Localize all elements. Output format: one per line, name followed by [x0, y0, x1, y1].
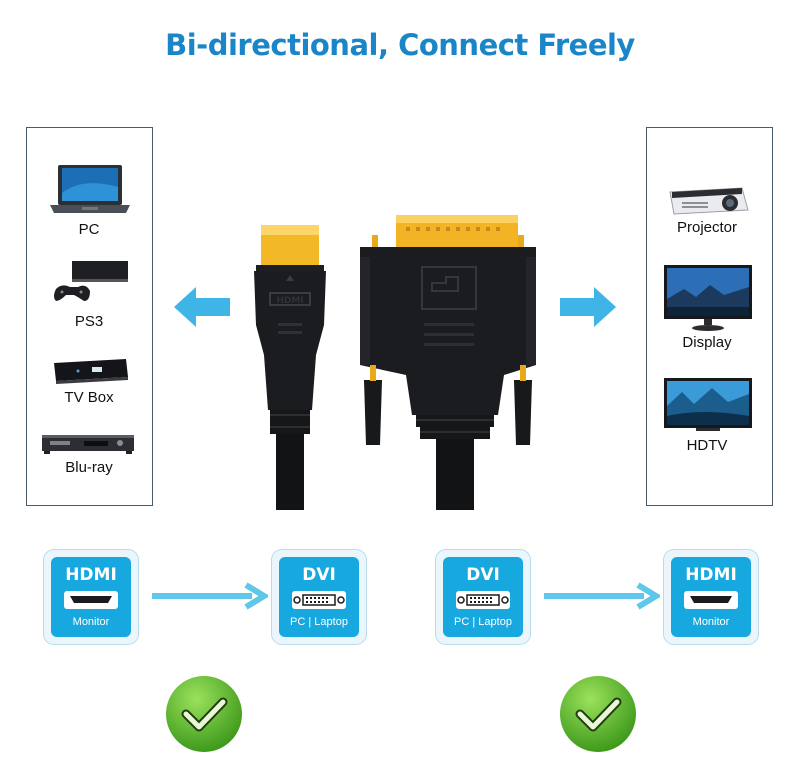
bluray-player-icon: [42, 435, 134, 454]
source-badge-1-title: HDMI: [65, 565, 117, 585]
target-badge-2-sub: Monitor: [692, 616, 730, 628]
source-badge-1: HDMI Monitor: [44, 550, 138, 644]
hdmi-port-icon: [684, 591, 738, 609]
svg-text:HDMI: HDMI: [276, 296, 303, 306]
device-label-projector: Projector: [676, 219, 738, 236]
hdmi-port-icon: [64, 591, 118, 609]
device-label-tv-box: TV Box: [64, 389, 114, 406]
device-label-pc: PC: [78, 221, 100, 238]
source-badge-2-face: DVI PC | Laptop: [443, 557, 523, 637]
arrow-right-icon: [560, 287, 616, 327]
target-badge-2-face: HDMI Monitor: [671, 557, 751, 637]
page-title: Bi-directional, Connect Freely: [165, 28, 635, 62]
hdmi-plug-icon: HDMI: [254, 225, 326, 510]
arrow-right-icon: [152, 582, 268, 610]
target-badge-1-face: DVI PC | Laptop: [279, 557, 359, 637]
game-console-icon: [54, 261, 128, 301]
source-badge-2: DVI PC | Laptop: [436, 550, 530, 644]
target-badge-1-sub: PC | Laptop: [290, 616, 348, 628]
tv-box-icon: [54, 359, 128, 384]
arrow-left-icon: [174, 287, 230, 327]
dvi-port-icon: [456, 591, 510, 609]
device-label-ps3: PS3: [74, 313, 104, 330]
hdmi-to-dvi-cable-image: HDMI: [254, 215, 536, 510]
display-icon: [664, 265, 752, 331]
device-label-hdtv: HDTV: [686, 437, 728, 454]
target-badge-1: DVI PC | Laptop: [272, 550, 366, 644]
dvi-port-icon: [292, 591, 346, 609]
source-badge-2-title: DVI: [466, 565, 500, 585]
laptop-icon: [50, 165, 130, 213]
source-badge-1-sub: Monitor: [72, 616, 110, 628]
dvi-plug-icon: [360, 215, 536, 510]
source-badge-1-face: HDMI Monitor: [51, 557, 131, 637]
target-badge-1-title: DVI: [302, 565, 336, 585]
arrow-right-icon: [544, 582, 660, 610]
source-badge-2-sub: PC | Laptop: [454, 616, 512, 628]
checkmark-icon: [560, 676, 636, 752]
hdtv-icon: [664, 378, 752, 431]
target-badge-2: HDMI Monitor: [664, 550, 758, 644]
projector-icon: [669, 187, 749, 215]
device-label-bluray: Blu-ray: [65, 459, 113, 476]
device-label-display: Display: [682, 334, 732, 351]
target-badge-2-title: HDMI: [685, 565, 737, 585]
checkmark-icon: [166, 676, 242, 752]
